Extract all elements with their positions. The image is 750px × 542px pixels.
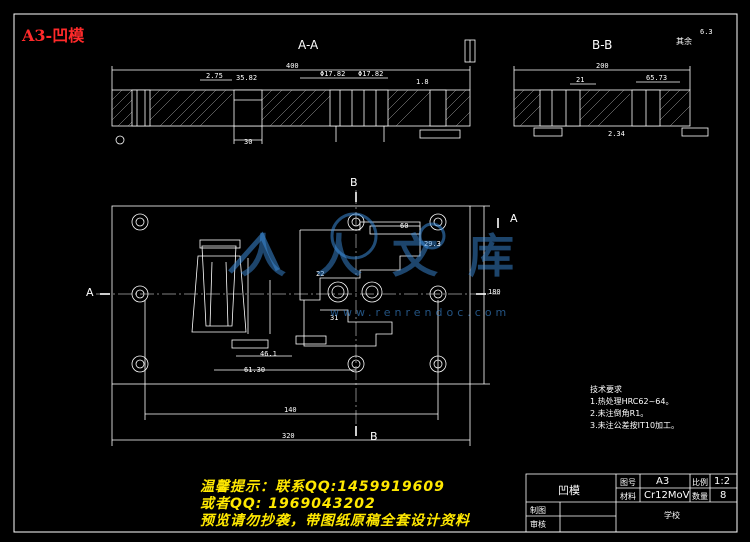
drawing-border bbox=[13, 13, 738, 533]
dim-bb-21: 21 bbox=[576, 76, 585, 84]
dim-aa-1782a: Φ17.82 bbox=[320, 70, 346, 78]
section-label-bb: B-B bbox=[592, 38, 613, 52]
title-block-checker-label: 审核 bbox=[530, 520, 546, 529]
title-block-qty-label: 数量 bbox=[692, 492, 708, 501]
cut-mark-b-bottom: B bbox=[370, 430, 378, 443]
title-block-scale-label: 比例 bbox=[692, 478, 708, 487]
dim-bb-234: 2.34 bbox=[608, 130, 625, 138]
section-bb-view bbox=[513, 66, 709, 137]
title-block-part-name: 凹模 bbox=[558, 484, 580, 497]
title-block-designer-label: 制图 bbox=[530, 506, 546, 515]
dim-aa-15: 1.8 bbox=[416, 78, 429, 86]
section-label-aa: A-A bbox=[298, 38, 319, 52]
watermark-url: www.renrendoc.com bbox=[330, 306, 511, 319]
notice-line-1: 温馨提示：联系QQ:1459919609 bbox=[200, 479, 445, 495]
dim-plan-60: 60 bbox=[400, 222, 409, 230]
tech-req-item: 3.未注公差按IT10加工。 bbox=[590, 421, 680, 430]
title-block-material: Cr12MoV bbox=[644, 490, 690, 501]
dim-aa-1782b: Φ17.82 bbox=[358, 70, 384, 78]
dim-plan-320: 320 bbox=[282, 432, 295, 440]
section-aa-view bbox=[111, 39, 476, 145]
dim-aa-total: 400 bbox=[286, 62, 299, 70]
roughness-value: 6.3 bbox=[700, 28, 713, 36]
sheet-title: A3-凹模 bbox=[22, 26, 85, 45]
title-block-scale: 1:2 bbox=[714, 476, 731, 487]
tech-req-heading: 技术要求 bbox=[590, 385, 622, 394]
dim-bb-total: 200 bbox=[596, 62, 609, 70]
plan-view bbox=[96, 190, 500, 446]
dim-plan-22: 22 bbox=[316, 270, 325, 278]
title-block-frame bbox=[525, 473, 738, 533]
title-block-drawing-no-label: 图号 bbox=[620, 478, 636, 487]
dim-aa-275: 2.75 bbox=[206, 72, 223, 80]
dim-plan-31: 31 bbox=[330, 314, 339, 322]
dim-plan-461: 46.1 bbox=[260, 350, 277, 358]
watermark-logo-icon bbox=[228, 212, 446, 274]
title-block-drawing-no: A3 bbox=[656, 476, 670, 487]
notice-line-2: 或者QQ: 1969043202 bbox=[200, 496, 376, 512]
dim-plan-180: 180 bbox=[488, 288, 501, 296]
dim-aa-30: 30 bbox=[244, 138, 253, 146]
title-block-qty: 8 bbox=[720, 490, 727, 501]
cut-mark-a-left: A bbox=[86, 286, 94, 299]
cut-mark-b-top: B bbox=[350, 176, 358, 189]
notice-line-3: 预览请勿抄袭，带图纸原稿全套设计资料 bbox=[200, 513, 470, 529]
title-block-material-label: 材料 bbox=[620, 492, 636, 501]
tech-req-item: 1.热处理HRC62~64。 bbox=[590, 397, 674, 406]
dim-plan-6130: 61.30 bbox=[244, 366, 266, 374]
roughness-note: 其余 bbox=[676, 37, 692, 46]
tech-req-item: 2.未注倒角R1。 bbox=[590, 409, 649, 418]
watermark-text: 人人文库 bbox=[240, 229, 544, 283]
dim-plan-140: 140 bbox=[284, 406, 297, 414]
dim-aa-3582: 35.82 bbox=[236, 74, 258, 82]
dim-bb-6573: 65.73 bbox=[646, 74, 668, 82]
cut-mark-a-right: A bbox=[510, 212, 518, 225]
title-block-school: 学校 bbox=[664, 511, 680, 520]
dim-plan-29: 29.3 bbox=[424, 240, 441, 248]
